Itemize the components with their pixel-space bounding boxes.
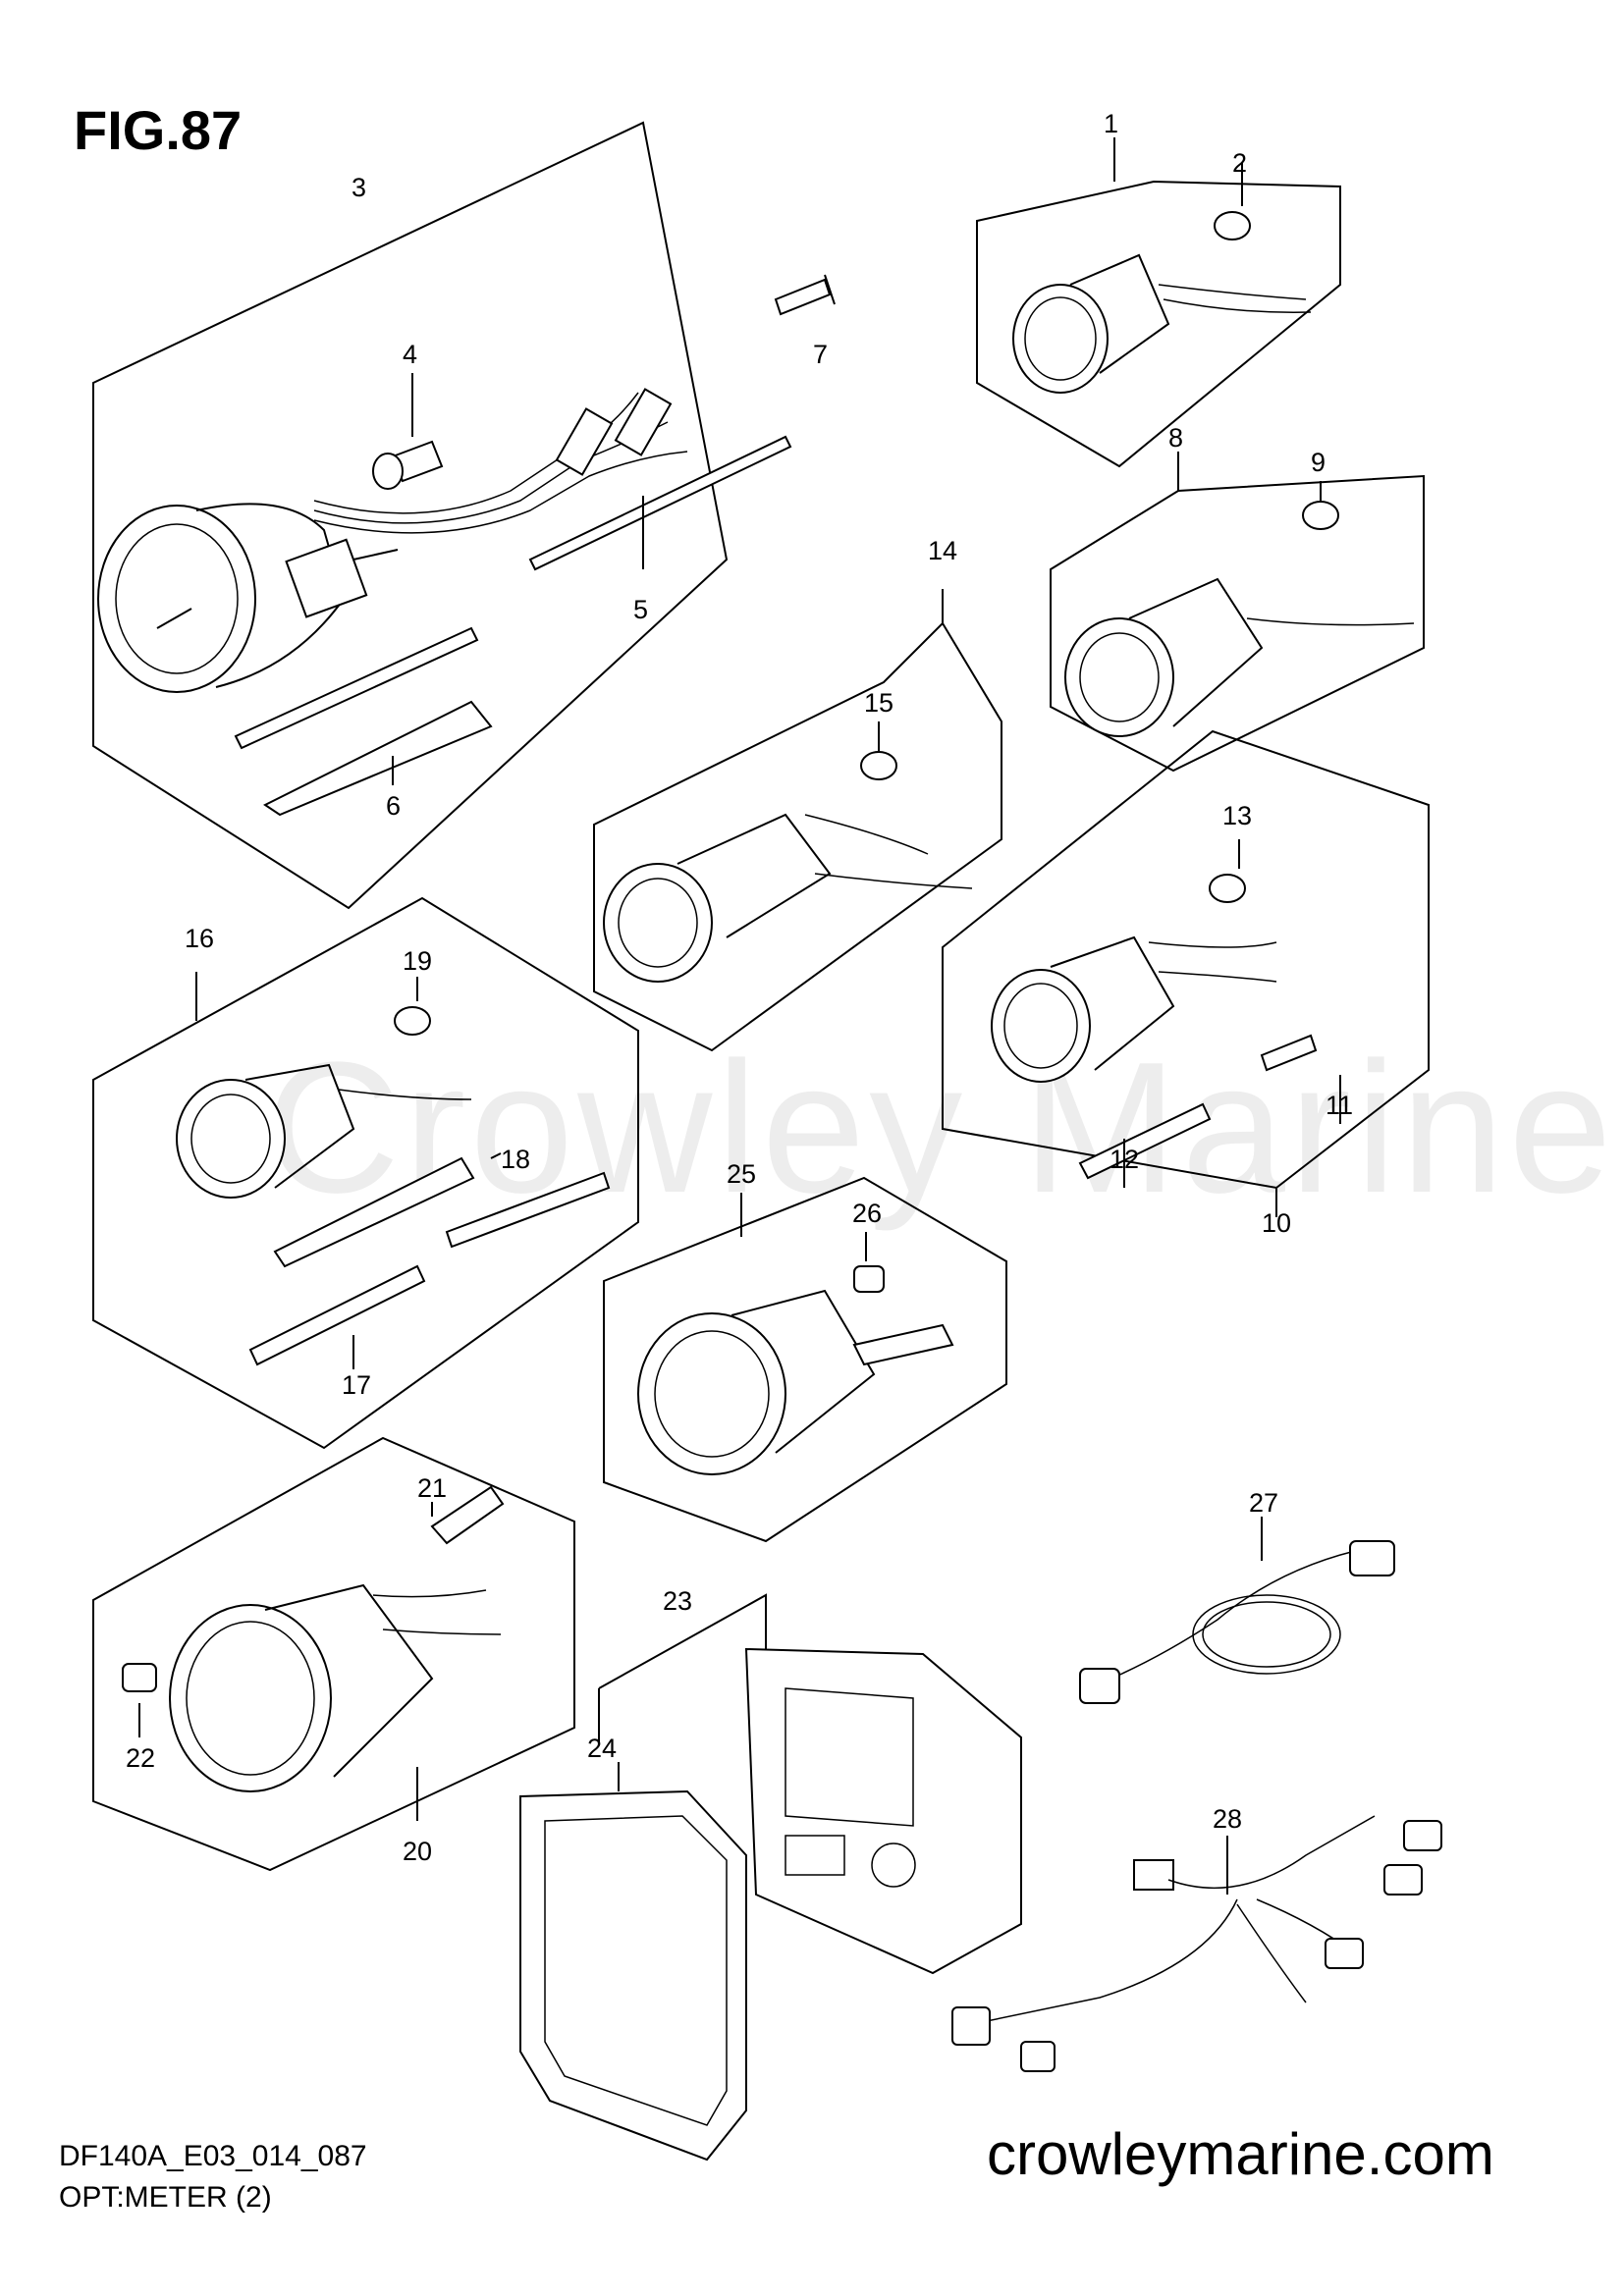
callout-26: 26	[852, 1199, 882, 1228]
diagram-code: DF140A_E03_014_087	[59, 2140, 367, 2172]
callout-15: 15	[864, 688, 893, 718]
callout-10: 10	[1262, 1208, 1291, 1238]
callout-18: 18	[501, 1145, 530, 1174]
group-8-box	[1050, 452, 1425, 773]
callout-17: 17	[342, 1370, 371, 1400]
group-23-box	[519, 1593, 1022, 2162]
part-27-cable	[1079, 1517, 1395, 1704]
watermark: Crowley Marine	[265, 1024, 1616, 1232]
callout-4: 4	[403, 340, 417, 369]
callout-12: 12	[1110, 1145, 1139, 1174]
callout-27: 27	[1249, 1488, 1278, 1518]
group-3-box	[92, 121, 836, 910]
diagram-subtitle: OPT:METER (2)	[59, 2181, 272, 2214]
callout-25: 25	[727, 1159, 756, 1189]
group-20-box	[92, 1436, 575, 1872]
callout-22: 22	[126, 1743, 155, 1773]
group-1-box	[976, 137, 1341, 468]
group-14-box	[593, 589, 1002, 1052]
callout-5: 5	[633, 595, 648, 624]
callout-8: 8	[1168, 423, 1183, 453]
callout-21: 21	[417, 1473, 447, 1503]
callout-1: 1	[1104, 109, 1118, 138]
group-25-box	[603, 1176, 1007, 1543]
group-10-box	[942, 729, 1430, 1217]
callout-9: 9	[1311, 448, 1326, 477]
figure-title: FIG.87	[74, 99, 243, 161]
website-link[interactable]: crowleymarine.com	[987, 2121, 1494, 2187]
callout-16: 16	[185, 924, 214, 953]
callout-11: 11	[1326, 1091, 1353, 1120]
callout-28: 28	[1213, 1804, 1242, 1834]
group-16-box	[92, 896, 639, 1450]
callout-24: 24	[587, 1734, 617, 1763]
callout-23: 23	[663, 1586, 692, 1616]
callout-14: 14	[928, 536, 957, 565]
callout-13: 13	[1222, 801, 1252, 830]
callout-7: 7	[813, 340, 828, 369]
callout-20: 20	[403, 1837, 432, 1866]
callout-labels: 1 2 3 4 5 6 7 8 9 10 11 12 13 14 15 16 1…	[126, 109, 1353, 1866]
gauge-3-bezel	[97, 505, 256, 693]
callout-2: 2	[1232, 148, 1247, 178]
callout-3: 3	[352, 173, 366, 202]
callout-6: 6	[386, 791, 401, 821]
part-28-harness	[951, 1815, 1442, 2072]
callout-19: 19	[403, 946, 432, 976]
